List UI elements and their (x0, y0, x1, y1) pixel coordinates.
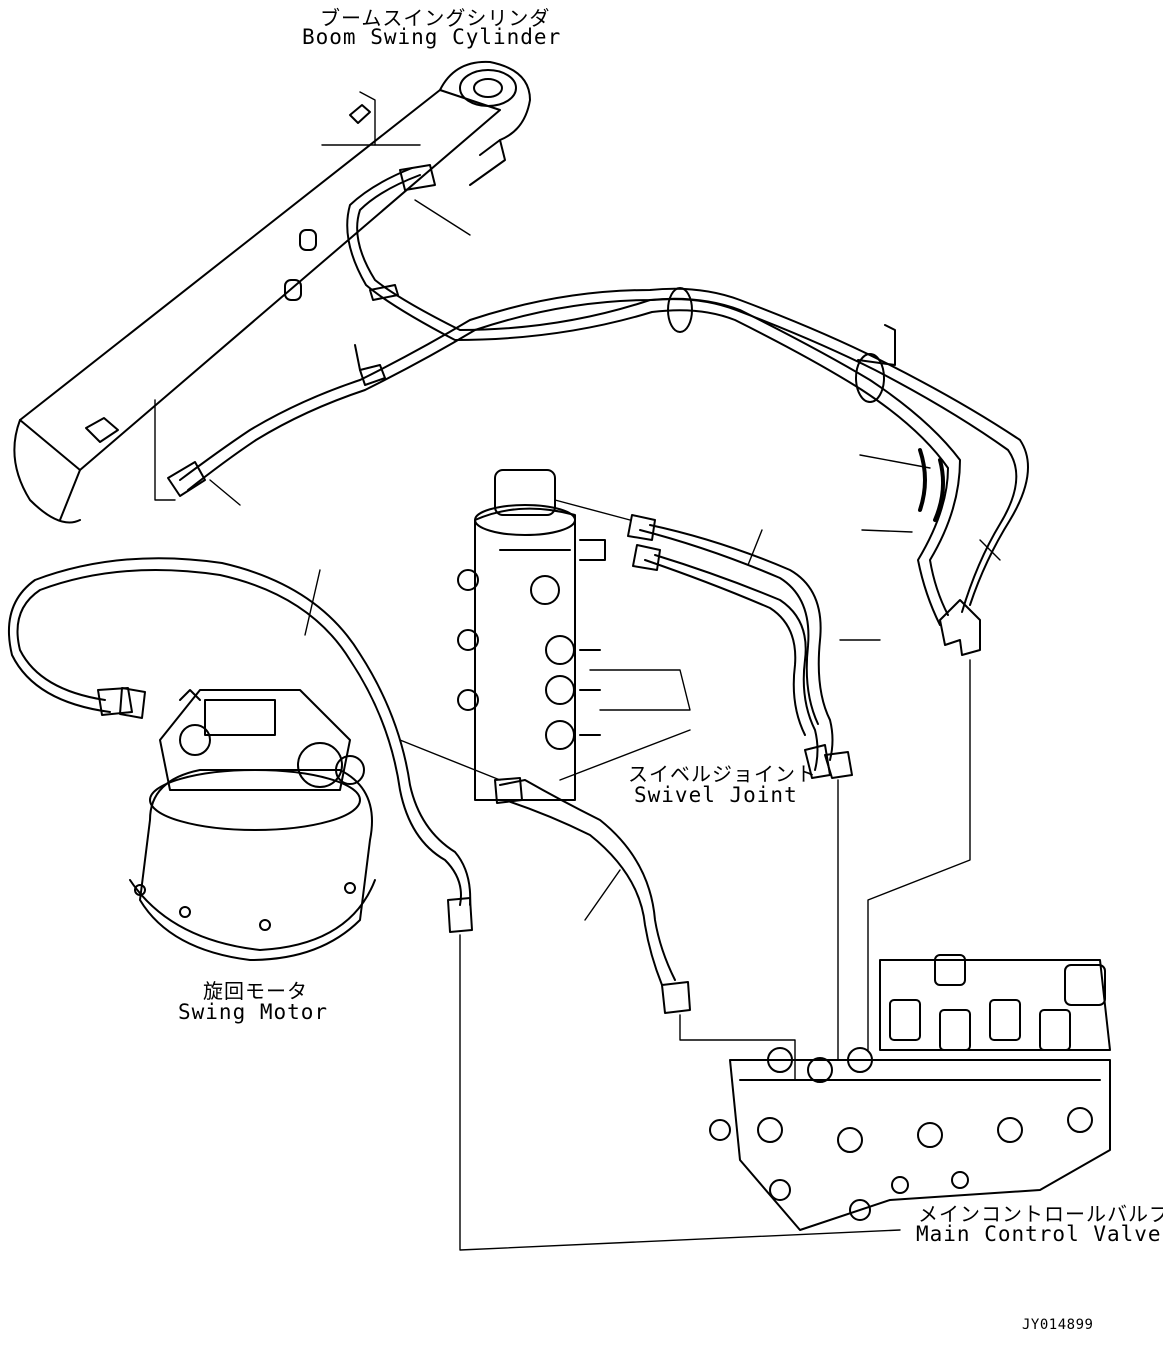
routing-lines (209, 199, 1001, 1251)
swivel-joint-label-en: Swivel Joint (634, 783, 798, 807)
boom-swing-cylinder (13, 60, 531, 524)
swivel-joint (457, 469, 691, 801)
boom-swing-cylinder-label-en: Boom Swing Cylinder (302, 25, 562, 49)
swivel-hoses (627, 514, 881, 779)
boom-swing-cylinder-label-jp: ブームスイングシリンダ (320, 6, 551, 30)
main-control-valve (709, 954, 1111, 1231)
swing-motor-hoses (8, 557, 691, 1014)
swing-motor-label-en: Swing Motor (178, 1000, 329, 1024)
main-control-valve-label-jp: メインコントロールバルブ (918, 1202, 1163, 1226)
main-control-valve-label-en: Main Control Valve (916, 1222, 1162, 1246)
swivel-joint-label-jp: スイベルジョイント (628, 762, 817, 786)
swing-motor-label-jp: 旋回モータ (203, 979, 308, 1003)
cylinder-hoses (167, 164, 1029, 656)
swing-motor (129, 689, 376, 961)
drawing-code: JY014899 (1022, 1317, 1094, 1333)
